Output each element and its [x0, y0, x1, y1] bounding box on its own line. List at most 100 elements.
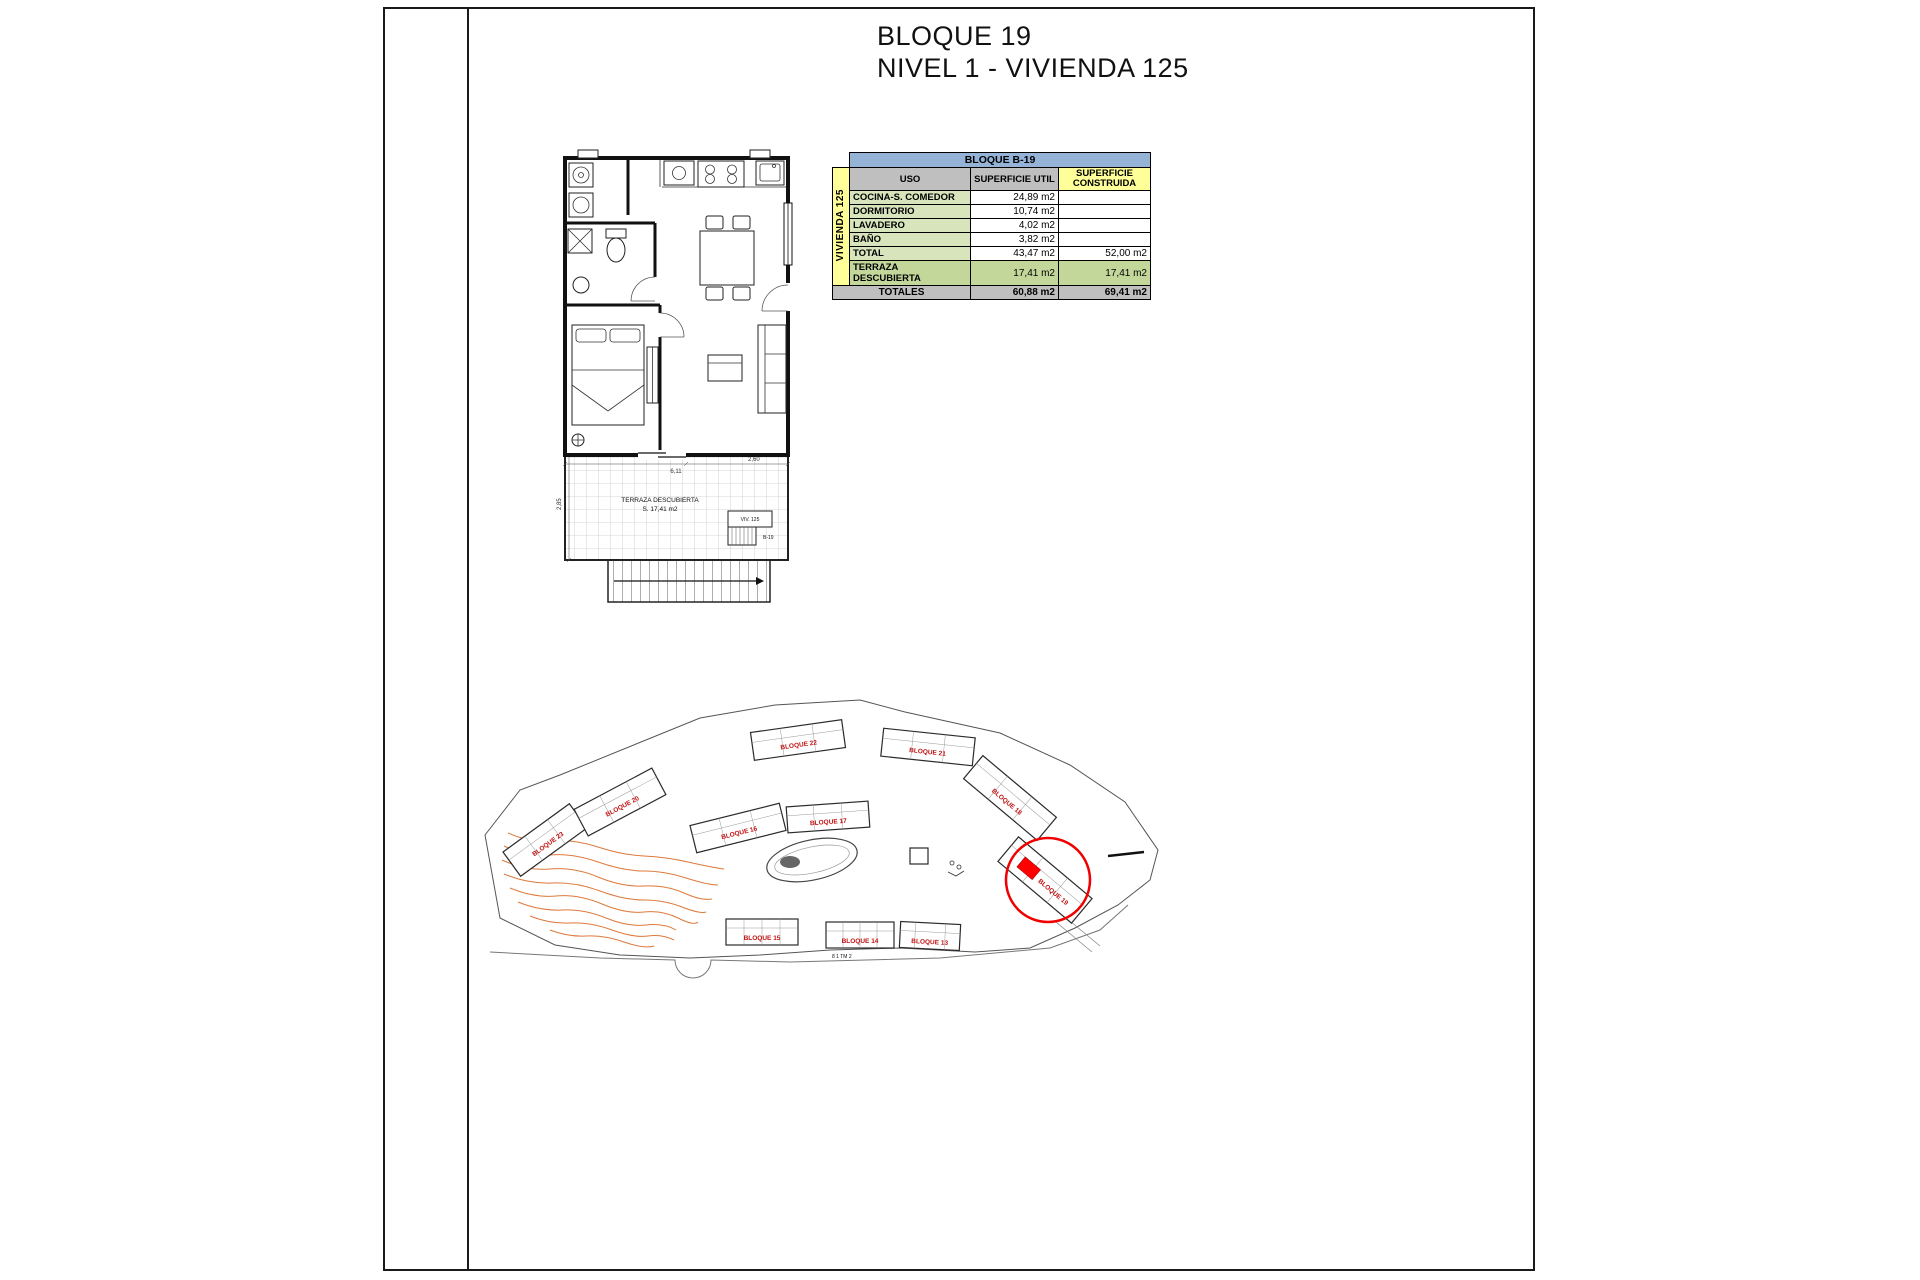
counter-sink-icon [663, 160, 695, 186]
stove-icon [697, 160, 745, 188]
entrance-door [761, 283, 793, 312]
unit-label-text: VIVIENDA 125 [835, 188, 846, 262]
tv-cabinet-icon [707, 354, 743, 382]
site-block: BLOQUE 14 [825, 921, 895, 949]
row-label: BAÑO [849, 232, 971, 247]
site-block-label: BLOQUE 15 [744, 935, 781, 942]
access-box-block-label: B-19 [763, 535, 774, 541]
site-block: BLOQUE 21 [880, 727, 976, 767]
corner-blank [832, 152, 850, 168]
road-line [489, 904, 1129, 979]
table-row-totals: TOTALES 60,88 m2 69,41 m2 [832, 285, 1151, 300]
site-block-label: BLOQUE 21 [909, 747, 947, 758]
table-row: TOTAL 43,47 m2 52,00 m2 [833, 246, 1151, 261]
table-row: TERRAZA DESCUBIERTA 17,41 m2 17,41 m2 [833, 260, 1151, 286]
site-block: BLOQUE 20 [573, 767, 667, 837]
row-util: 4,02 m2 [970, 218, 1059, 233]
kitchen-sink-icon [755, 160, 785, 186]
unit-vertical-label: VIVIENDA 125 [832, 167, 850, 286]
row-construida [1058, 232, 1151, 247]
row-util: 43,47 m2 [970, 246, 1059, 261]
row-label: TOTAL [849, 246, 971, 261]
access-box-unit-label: VIV. 125 [741, 517, 760, 523]
table-row: BLOQUE B-19 [832, 152, 1151, 168]
site-block-bloque-19: BLOQUE 19 [997, 836, 1093, 924]
col-header-util: SUPERFICIE UTIL [970, 167, 1059, 191]
bathroom-door [630, 276, 656, 302]
table-row: BAÑO 3,82 m2 [833, 232, 1151, 247]
totals-construida: 69,41 m2 [1058, 285, 1151, 300]
pilaster [577, 149, 599, 159]
drawing-title: BLOQUE 19 NIVEL 1 - VIVIENDA 125 [877, 20, 1189, 84]
pilaster [749, 149, 771, 159]
living-window [783, 202, 793, 266]
dim-width: 6,11 [670, 469, 682, 475]
road-label: 8 1 TM 2 [832, 954, 852, 960]
site-block-label: BLOQUE 13 [911, 938, 949, 947]
bedroom-door [659, 312, 685, 338]
title-line-2: NIVEL 1 - VIVIENDA 125 [877, 53, 1189, 83]
area-summary-table: BLOQUE B-19 VIVIENDA 125 USO SUPERFICIE … [832, 152, 1151, 300]
terrace-area-label: S. 17,41 m2 [642, 506, 677, 513]
sofa-icon [757, 324, 787, 414]
row-util: 24,89 m2 [970, 190, 1059, 205]
bed-icon [571, 324, 645, 426]
site-block: BLOQUE 13 [898, 920, 962, 952]
totals-util: 60,88 m2 [970, 285, 1059, 300]
highlight-circle [1004, 836, 1092, 924]
site-block: BLOQUE 16 [689, 802, 787, 854]
row-label: DORMITORIO [849, 204, 971, 219]
toilet-icon [605, 228, 627, 263]
terrace-sliding-door [638, 450, 686, 460]
table-row: DORMITORIO 10,74 m2 [833, 204, 1151, 219]
row-util: 10,74 m2 [970, 204, 1059, 219]
row-construida: 17,41 m2 [1058, 260, 1151, 286]
washer-icon [568, 162, 594, 188]
totals-label: TOTALES [832, 285, 971, 300]
stairs [607, 559, 771, 603]
apartment-unit [563, 149, 793, 460]
site-block: BLOQUE 15 [725, 918, 799, 946]
highlighted-unit [1016, 856, 1041, 881]
washbasin-icon [572, 276, 590, 294]
sheet-margin-line [467, 7, 469, 1271]
dim-right: 2,60 [748, 457, 760, 463]
wardrobe-icon [646, 346, 659, 404]
row-label: LAVADERO [849, 218, 971, 233]
site-block: BLOQUE 17 [785, 800, 871, 834]
dining-table-icon [699, 215, 755, 301]
pool [766, 837, 858, 883]
terrace-label: TERRAZA DESCUBIERTA [621, 497, 699, 504]
sheet-border [383, 7, 1535, 1271]
scale-tick [1107, 850, 1145, 858]
row-label: TERRAZA DESCUBIERTA [849, 260, 971, 286]
col-header-construida: SUPERFICIE CONSTRUIDA [1058, 167, 1151, 191]
site-block: BLOQUE 23 [502, 802, 588, 878]
site-plan: 8 1 TM 2 [484, 699, 1159, 979]
title-line-1: BLOQUE 19 [877, 21, 1032, 51]
table-title: BLOQUE B-19 [849, 152, 1151, 168]
table-row: COCINA-S. COMEDOR 24,89 m2 [833, 190, 1151, 205]
row-construida [1058, 204, 1151, 219]
site-block: BLOQUE 18 [962, 754, 1058, 842]
table-row: VIVIENDA 125 USO SUPERFICIE UTIL SUPERFI… [832, 167, 1151, 286]
table-row: LAVADERO 4,02 m2 [833, 218, 1151, 233]
unit-access-box: VIV. 125 B-19 [727, 510, 774, 546]
row-construida [1058, 190, 1151, 205]
site-block: BLOQUE 22 [749, 719, 847, 761]
playground-icons [947, 860, 965, 877]
boiler-icon [568, 192, 594, 218]
stairs-direction-arrow [756, 577, 764, 585]
ceiling-fan-icon [571, 433, 585, 447]
row-util: 17,41 m2 [970, 260, 1059, 286]
row-construida [1058, 218, 1151, 233]
shower-icon [567, 228, 593, 254]
floorplan-drawing: TERRAZA DESCUBIERTA S. 17,41 m2 VIV. 125… [557, 149, 793, 603]
plot-boundary [484, 699, 1159, 959]
site-block-label: BLOQUE 14 [842, 938, 879, 945]
row-util: 3,82 m2 [970, 232, 1059, 247]
pool-building [909, 847, 929, 865]
col-header-uso: USO [849, 167, 971, 191]
site-block-label: BLOQUE 17 [810, 818, 848, 828]
